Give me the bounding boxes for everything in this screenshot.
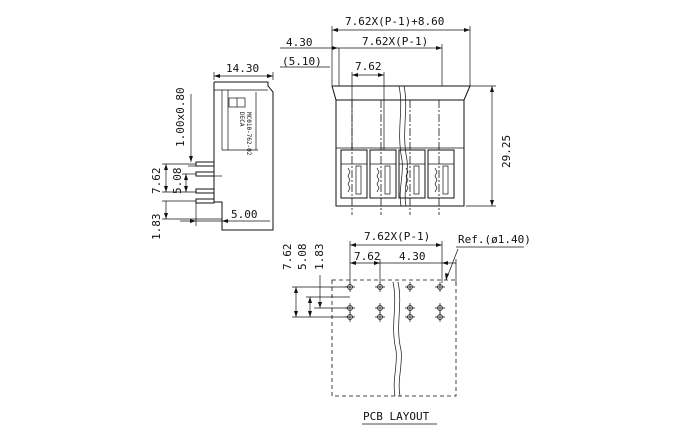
side-marking-line2: MC010-762-02: [245, 112, 252, 156]
pcb-layout: 7.62X(P-1) Ref.(ø1.40) 7.62 4.30 7.62 5.…: [281, 230, 531, 425]
front-pitch: 7.62: [355, 60, 382, 73]
front-terminals: [340, 149, 455, 199]
pcb-pitch: 7.62: [354, 250, 381, 263]
front-view: 7.62X(P-1)+8.60 7.62X(P-1) 4.30 (5.10) 7…: [280, 15, 513, 215]
front-left: 4.30: [286, 36, 313, 49]
front-span: 7.62X(P-1): [362, 35, 428, 48]
front-overall: 7.62X(P-1)+8.60: [345, 15, 444, 28]
pcb-span: 7.62X(P-1): [364, 230, 430, 243]
pcb-holes: [345, 282, 445, 322]
front-left-paren: (5.10): [282, 55, 322, 68]
front-height: 29.25: [500, 135, 513, 168]
side-view: 14.30 DECA MC010-762-02 1.00x0.80 7.62: [150, 62, 274, 241]
side-bottom: 1.83: [150, 214, 163, 241]
pcb-v1: 7.62: [281, 244, 294, 271]
side-top-width: 14.30: [226, 62, 259, 75]
side-pin-spec: 1.00x0.80: [174, 87, 187, 147]
side-marking-line1: DECA: [238, 112, 245, 127]
pcb-caption: PCB LAYOUT: [363, 410, 430, 423]
pcb-v3: 1.83: [313, 244, 326, 271]
side-pitch: 7.62: [150, 168, 163, 195]
pcb-edge: 4.30: [399, 250, 426, 263]
pcb-ref: Ref.(ø1.40): [458, 233, 531, 246]
pcb-v2: 5.08: [296, 244, 309, 271]
side-bottom-width: 5.00: [231, 208, 258, 221]
side-offset: 5.08: [171, 168, 184, 195]
